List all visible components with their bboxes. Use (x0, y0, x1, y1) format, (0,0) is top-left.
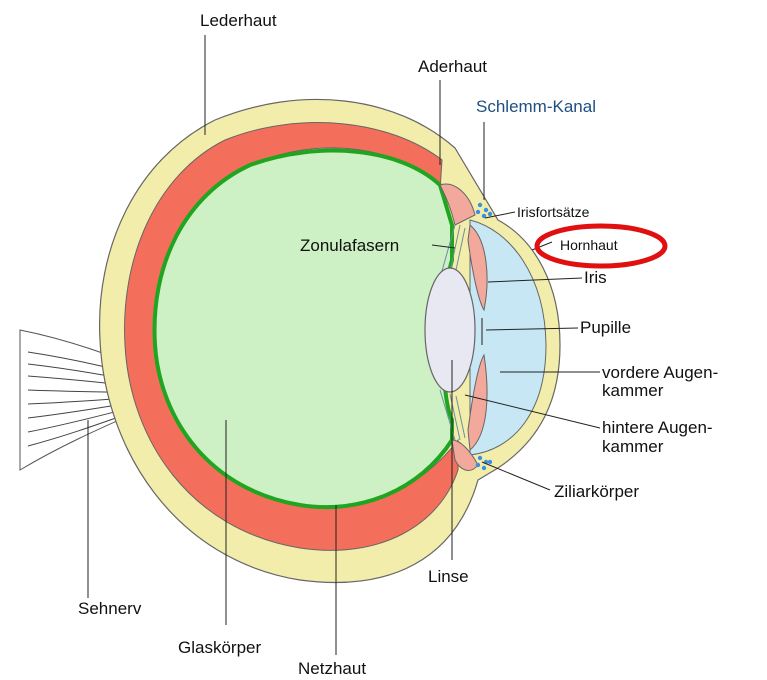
label-irisfortsaetze: Irisfortsätze (517, 204, 590, 220)
label-hornhaut: Hornhaut (560, 237, 618, 253)
label-zonulafasern: Zonulafasern (300, 236, 399, 255)
label-aderhaut: Aderhaut (418, 57, 487, 76)
label-linse: Linse (428, 567, 469, 586)
lens (425, 268, 475, 392)
label-lederhaut: Lederhaut (200, 11, 277, 30)
label-hintere-line1: hintere Augen- (602, 418, 713, 437)
label-pupille: Pupille (580, 318, 631, 337)
label-ziliarkoerper: Ziliarkörper (554, 482, 639, 501)
vitreous-body (155, 151, 452, 508)
label-vordere-line2: kammer (602, 381, 664, 400)
label-hintere-line2: kammer (602, 437, 664, 456)
label-netzhaut: Netzhaut (298, 659, 366, 678)
label-iris: Iris (584, 268, 607, 287)
label-sehnerv: Sehnerv (78, 599, 142, 618)
label-vordere-line1: vordere Augen- (602, 363, 718, 382)
label-glaskoerper: Glaskörper (178, 638, 261, 657)
label-schlemm-kanal: Schlemm-Kanal (476, 97, 596, 116)
